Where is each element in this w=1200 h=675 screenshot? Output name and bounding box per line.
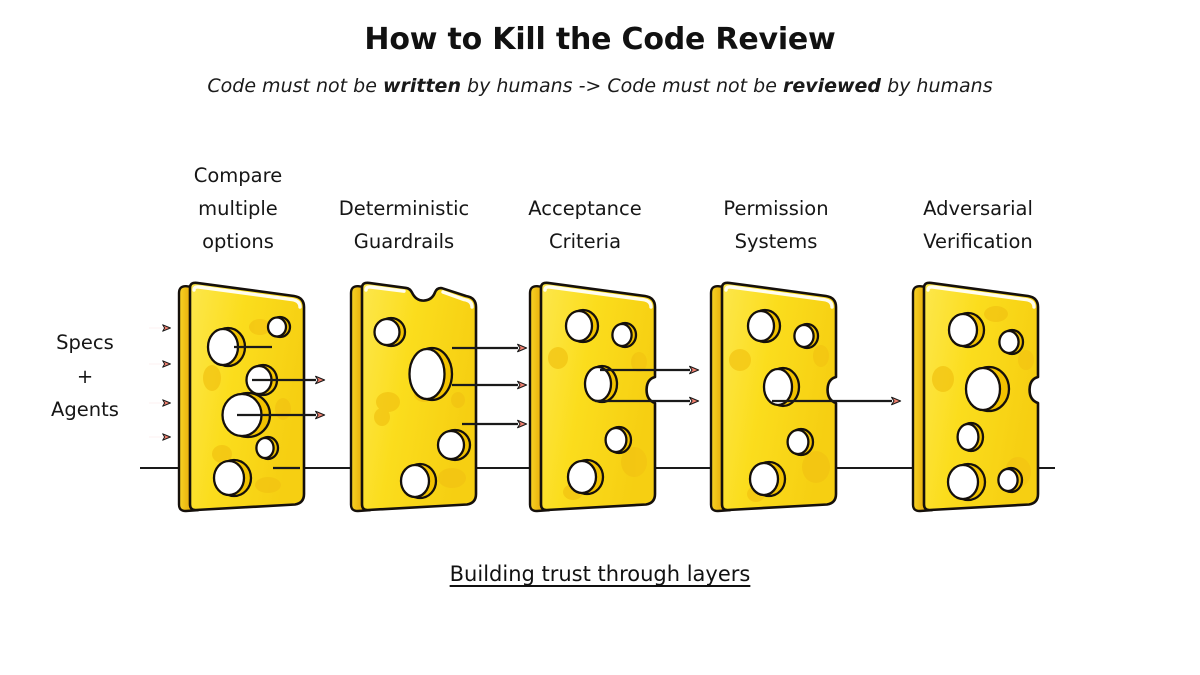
layer-label-3: Acceptance Criteria (528, 197, 642, 253)
subtitle-part-3: reviewed (782, 75, 882, 97)
input-source-label: Specs + Agents (51, 331, 119, 422)
footer-caption: Building trust through layers (449, 562, 751, 586)
subtitle-part-1: written (382, 75, 461, 97)
layer-3-arrows (595, 365, 700, 406)
page-title: How to Kill the Code Review (364, 22, 836, 57)
layer-2-arrows (452, 343, 528, 429)
cheese-layer-4 (709, 281, 838, 513)
subtitle-part-2: by humans -> Code must not be (460, 75, 783, 97)
layer-1-arrows (234, 345, 326, 470)
subtitle-part-0: Code must not be (207, 75, 383, 97)
layer-label-5: Adversarial Verification (923, 197, 1033, 253)
cheese-layer-2 (349, 281, 478, 513)
cheese-layer-3 (528, 281, 657, 513)
layer-label-1: Compare multiple options (193, 164, 283, 253)
cheese-layer-5 (911, 281, 1040, 513)
cheese-layer-1 (177, 281, 306, 513)
subtitle-part-4: by humans (881, 75, 993, 97)
layer-label-4: Permission Systems (723, 197, 829, 253)
page-subtitle: Code must not be written by humans -> Co… (0, 75, 1200, 97)
layer-label-2: Deterministic Guardrails (338, 197, 470, 253)
input-arrows (149, 324, 171, 441)
